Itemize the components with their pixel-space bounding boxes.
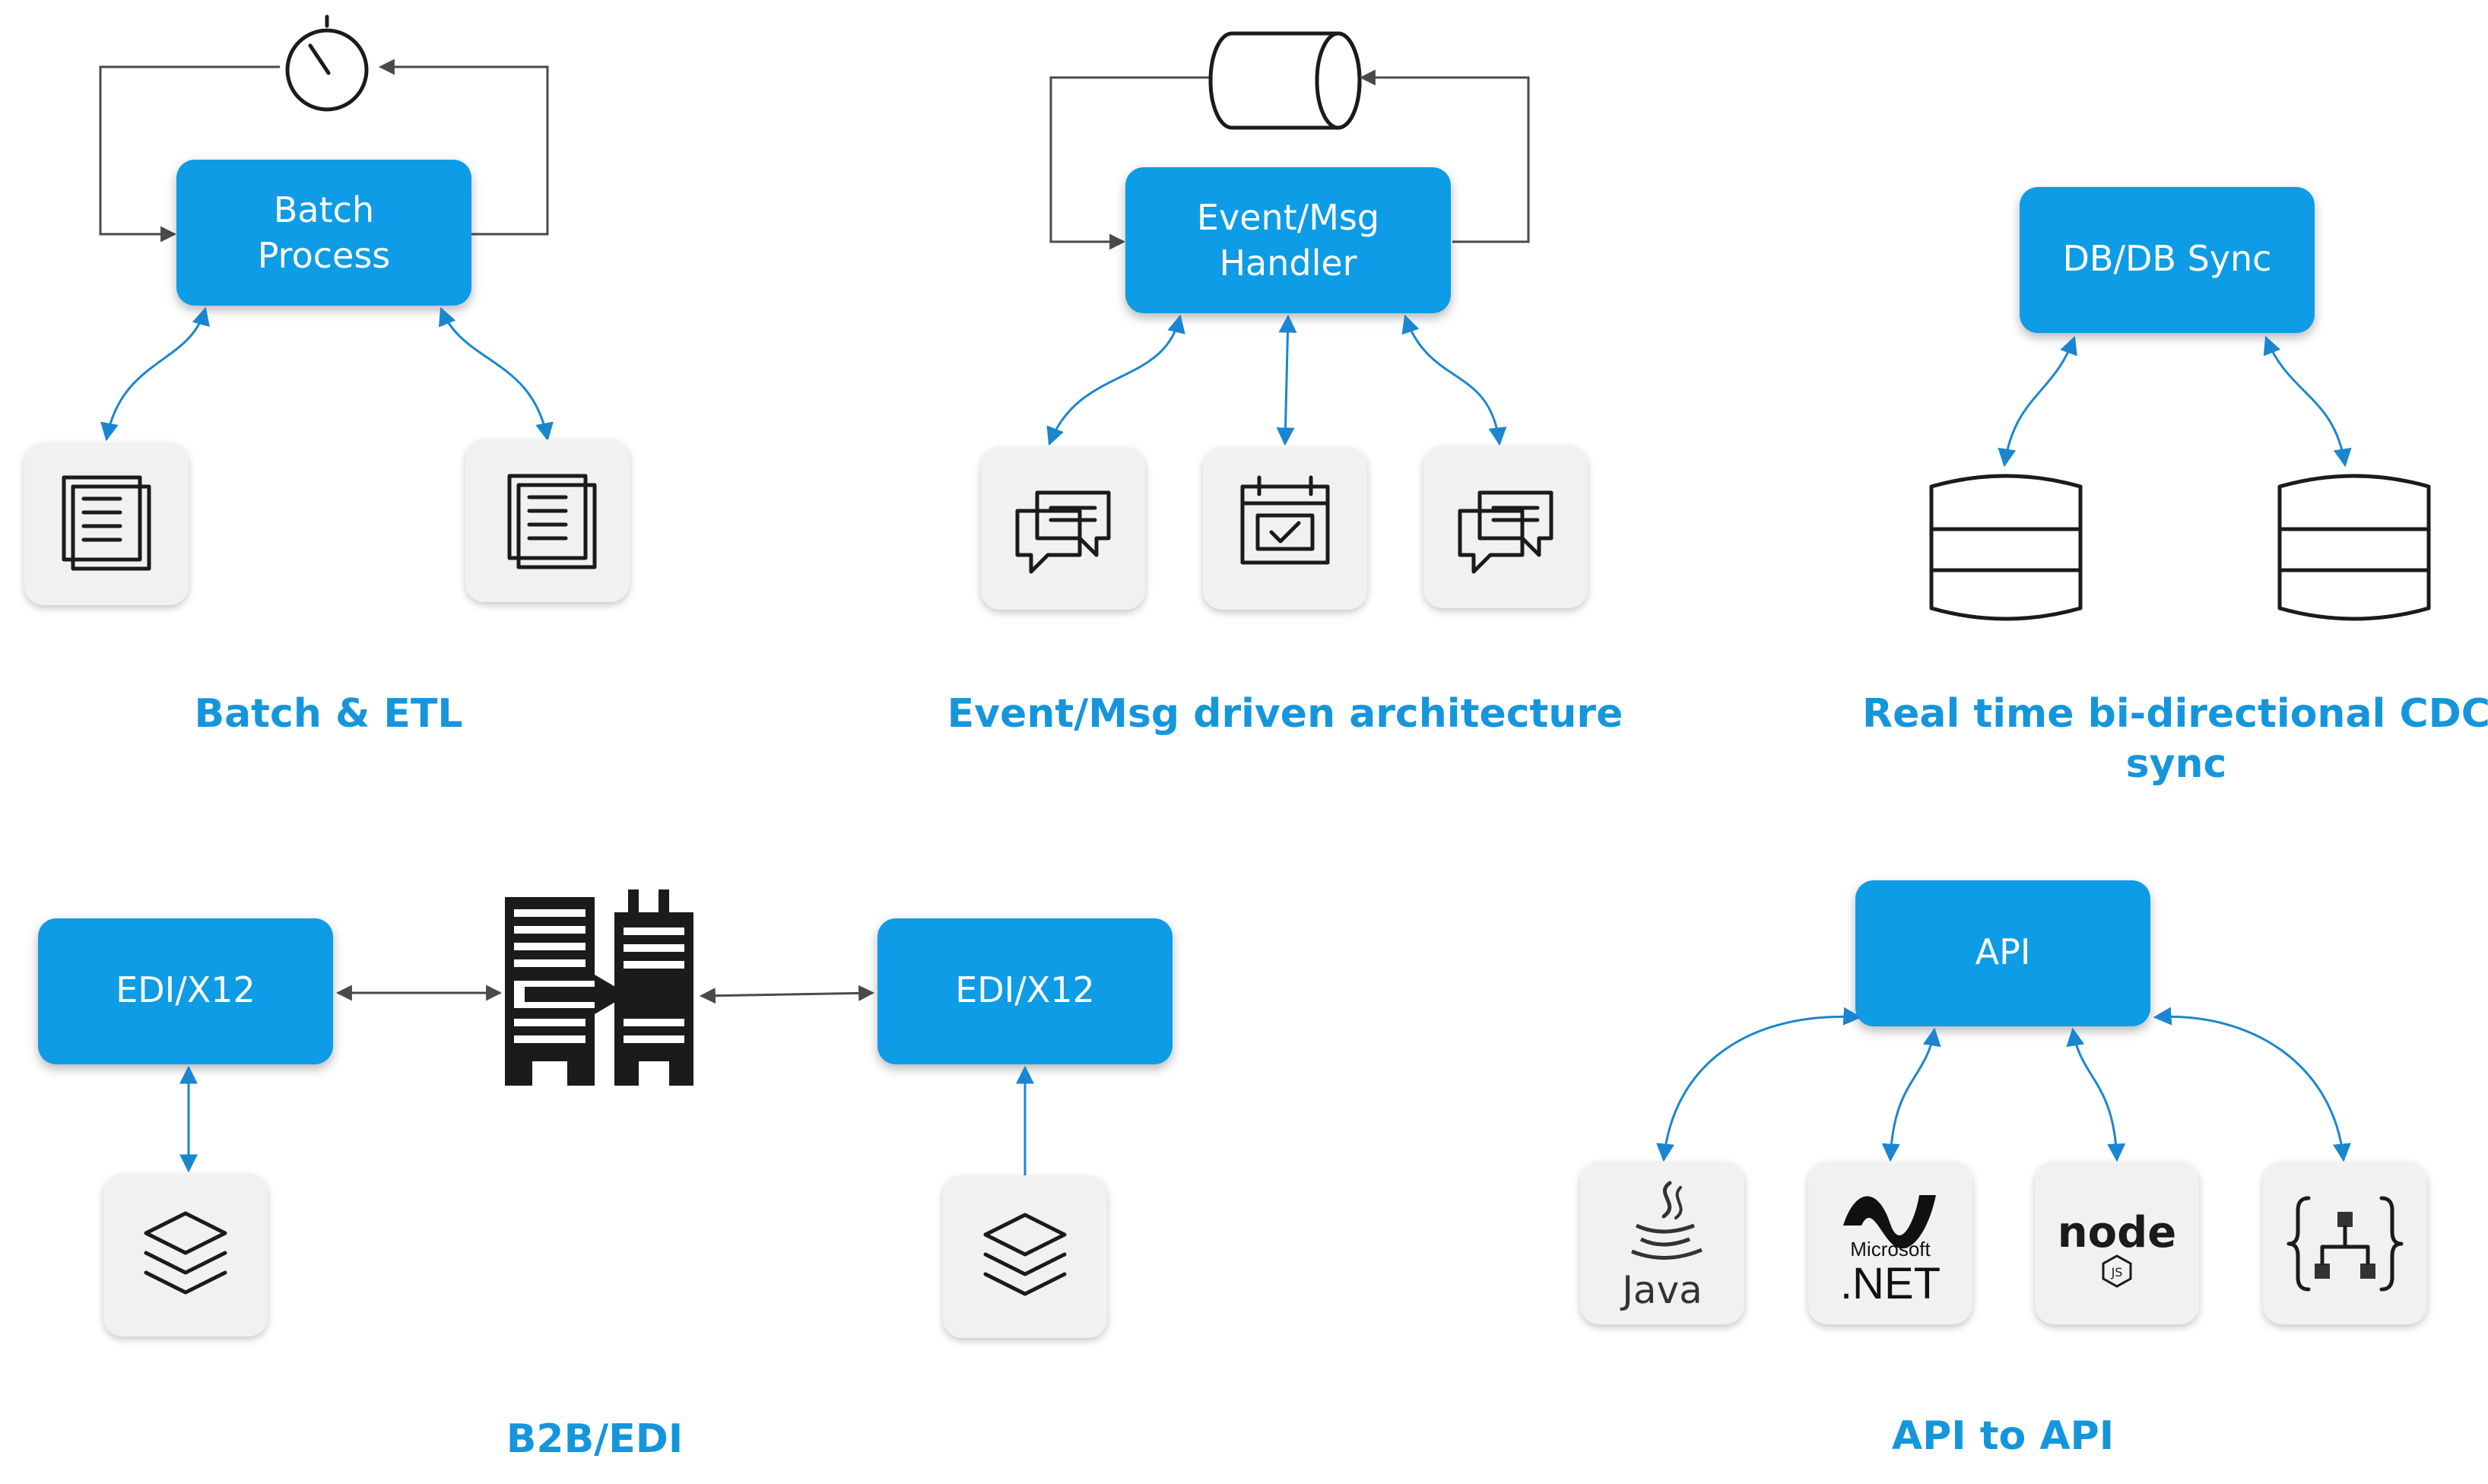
batch-connector-right [439,306,554,442]
batch-section: Batch Process [24,14,630,737]
db-sync-label: DB/DB Sync [2063,238,2272,279]
event-loop-connector-left [1049,76,1209,250]
event-section: Event/Msg Handler [947,31,1623,737]
edi-right-label: EDI/X12 [955,969,1095,1010]
batch-caption: Batch & ETL [194,691,462,737]
js-badge: JS [2111,1265,2123,1279]
api-connector-java [1656,1007,1862,1162]
calendar-check-icon [1240,475,1330,565]
calendar-tile [1203,447,1367,610]
batch-process-label-1: Batch [274,189,374,230]
nodejs-tile[interactable]: node JS [2035,1162,2199,1324]
event-handler-label-2: Handler [1219,243,1357,284]
batch-connector-left [100,306,210,442]
event-handler-label-1: Event/Msg [1197,197,1379,238]
api-connector-node [2066,1027,2126,1162]
edi-node-left: EDI/X12 [38,918,333,1064]
batch-process-label-2: Process [258,235,391,276]
api-flow-tile[interactable] [2263,1162,2427,1324]
api-caption: API to API [1892,1413,2114,1459]
chat-tile-left [981,447,1145,610]
dotnet-label: .NET [1840,1259,1941,1308]
document-tile-right [465,439,630,602]
layers-icon [144,1211,227,1295]
layers-tile-right [943,1175,1107,1338]
layers-icon [983,1213,1067,1296]
api-connector-flow [2153,1007,2351,1162]
cdc-section: DB/DB Sync Real time bi-directional CDC … [1862,187,2488,787]
database-icon-left [1929,474,2083,621]
chat-icon [1015,490,1111,574]
dotnet-tile[interactable]: Microsoft .NET [1808,1162,1972,1324]
api-flow-icon [2286,1196,2404,1292]
cdc-connector-left [1998,335,2077,468]
edi-left-label: EDI/X12 [116,969,255,1010]
cdc-caption-line-2: sync [2126,741,2227,787]
chat-icon [1458,490,1553,574]
dotnet-logo-icon: Microsoft .NET [1840,1195,1941,1308]
java-label: Java [1620,1268,1703,1312]
java-logo-icon: Java [1620,1181,1703,1312]
batch-process-node: Batch Process [176,160,471,306]
edi-node-right: EDI/X12 [877,918,1173,1064]
nodejs-logo-icon: node JS [2058,1208,2176,1288]
event-caption: Event/Msg driven architecture [947,691,1623,737]
chat-tile-right [1423,446,1588,608]
loop-connector-right [378,59,549,236]
event-connector-right [1401,314,1507,446]
document-icon [62,475,151,571]
api-node: API [1855,880,2150,1026]
db-sync-node: DB/DB Sync [2020,187,2315,333]
cdc-connector-right [2263,335,2352,468]
queue-cylinder-icon [1208,31,1362,130]
api-connector-dotnet [1881,1027,1941,1162]
buildings-exchange-icon [505,889,693,1086]
event-connector-middle [1276,314,1297,446]
api-section: API Java Microsoft .NET [1580,880,2427,1459]
event-connector-left [1046,314,1185,446]
b2b-caption: B2B/EDI [506,1416,683,1462]
document-tile-left [24,442,189,605]
java-tile[interactable]: Java [1580,1162,1744,1324]
buildings-to-edi-connector [699,985,875,1004]
loop-connector-left [99,65,280,243]
event-loop-connector-right [1359,69,1530,243]
database-icon-right [2277,474,2431,621]
api-node-label: API [1975,931,2031,972]
microsoft-label: Microsoft [1850,1238,1931,1260]
cdc-caption-line-1: Real time bi-directional CDC [1862,691,2488,737]
layers-tile-left [103,1174,268,1337]
node-label: node [2058,1208,2176,1257]
event-handler-node: Event/Msg Handler [1125,167,1451,313]
document-icon [507,474,597,569]
timer-icon [285,14,369,112]
b2b-section: EDI/X12 EDI/X12 [38,889,1173,1462]
